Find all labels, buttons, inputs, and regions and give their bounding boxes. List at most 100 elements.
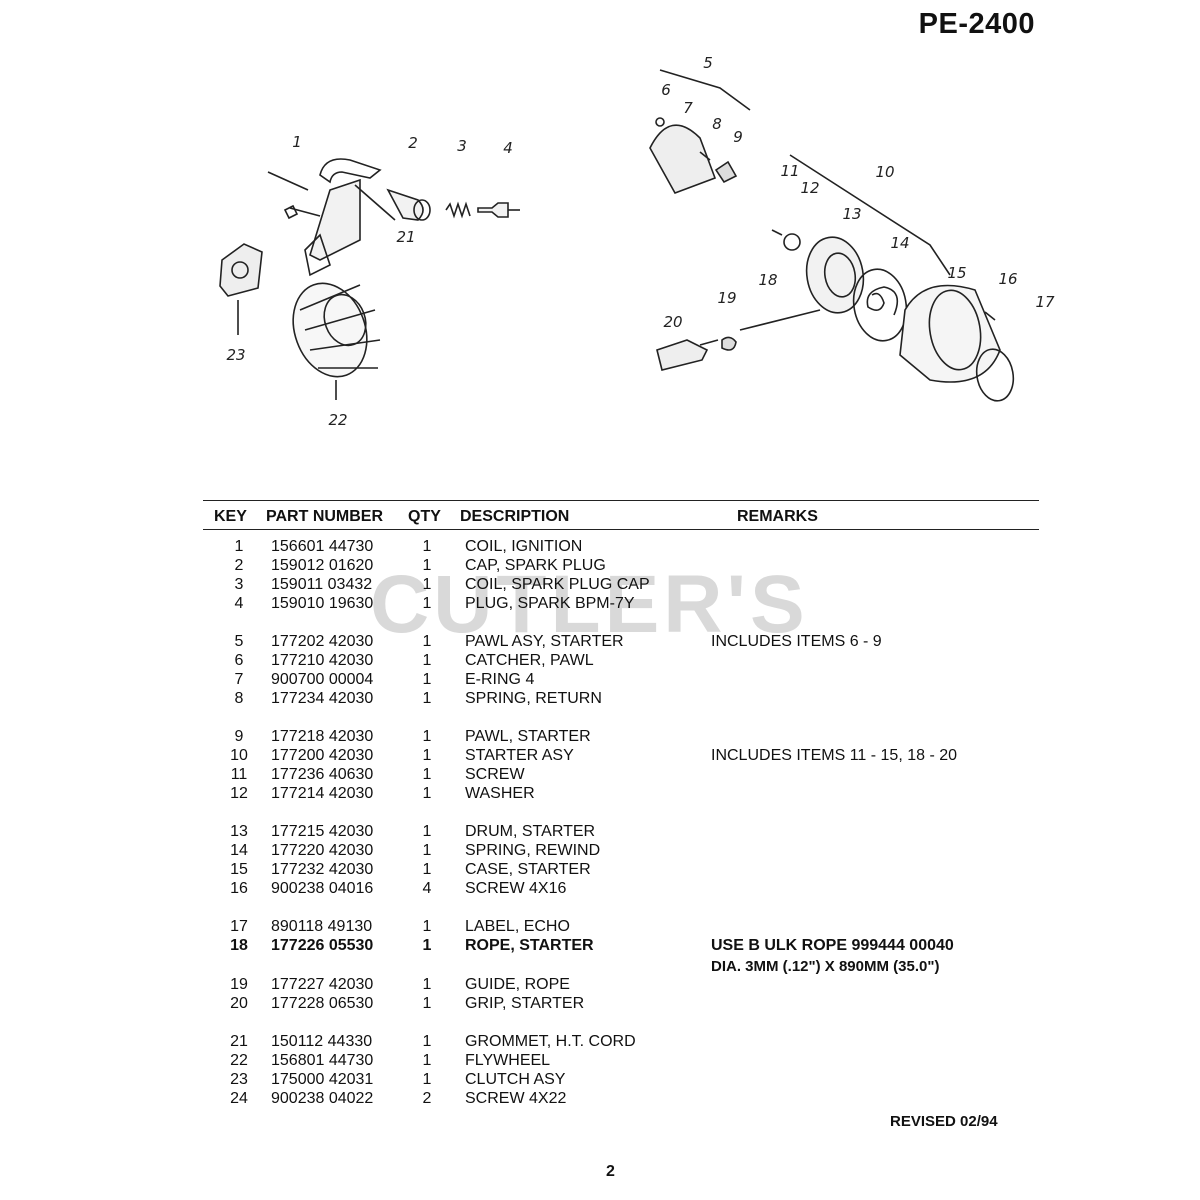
row-key: 19 (230, 976, 248, 993)
row-key: 4 (234, 595, 244, 612)
callout-4: 4 (503, 139, 513, 157)
callout-9: 9 (733, 128, 743, 146)
row-qty: 1 (422, 823, 432, 840)
row-description: FLYWHEEL (465, 1052, 551, 1069)
table-row: 21 150112 44330 1 GROMMET, H.T. CORD (203, 1033, 1039, 1052)
callout-1: 1 (292, 133, 302, 151)
header-part-number: PART NUMBER (266, 508, 384, 525)
row-part-number: 177232 42030 (271, 861, 374, 878)
row-key: 18 (230, 937, 248, 954)
row-qty: 1 (422, 1033, 432, 1050)
row-key: 1 (234, 538, 244, 555)
row-qty: 1 (422, 976, 432, 993)
row-qty: 1 (422, 861, 432, 878)
callout-22: 22 (328, 411, 348, 429)
row-key: 2 (234, 557, 244, 574)
row-description: GROMMET, H.T. CORD (465, 1033, 636, 1050)
row-part-number: 177220 42030 (271, 842, 374, 859)
table-row: 20 177228 06530 1 GRIP, STARTER (203, 995, 1039, 1014)
row-part-number: 156601 44730 (271, 538, 374, 555)
row-key: 14 (230, 842, 248, 859)
row-qty: 1 (422, 728, 432, 745)
row-qty: 1 (422, 918, 432, 935)
row-part-number: 177236 40630 (271, 766, 374, 783)
row-qty: 1 (422, 557, 432, 574)
row-key: 15 (230, 861, 248, 878)
row-key: 6 (234, 652, 244, 669)
callout-2: 2 (408, 134, 418, 152)
row-part-number: 177227 42030 (271, 976, 374, 993)
callout-21: 21 (396, 228, 416, 246)
row-key: 7 (234, 671, 244, 688)
row-qty: 1 (422, 842, 432, 859)
spark-plug-cap-drawing (386, 188, 431, 221)
row-part-number: 177214 42030 (271, 785, 374, 802)
row-qty: 2 (422, 1090, 432, 1107)
row-part-number: 177210 42030 (271, 652, 374, 669)
row-key: 5 (234, 633, 244, 650)
row-key: 22 (230, 1052, 248, 1069)
row-qty: 1 (422, 1071, 432, 1088)
row-description: CLUTCH ASY (465, 1071, 566, 1088)
model-title: PE-2400 (918, 8, 1035, 40)
row-description: PAWL, STARTER (465, 728, 591, 745)
row-description: PAWL ASY, STARTER (465, 633, 624, 650)
row-part-number: 150112 44330 (271, 1033, 373, 1050)
callout-10: 10 (875, 163, 895, 181)
row-key: 13 (230, 823, 248, 840)
row-description: ROPE, STARTER (465, 937, 594, 954)
row-qty: 1 (422, 747, 432, 764)
row-description: GUIDE, ROPE (465, 976, 570, 993)
callout-12: 12 (800, 179, 820, 197)
row-key: 12 (230, 785, 248, 802)
callout-5: 5 (703, 54, 713, 72)
row-part-number: 890118 49130 (271, 918, 373, 935)
row-qty: 1 (422, 995, 432, 1012)
row-qty: 1 (422, 633, 432, 650)
page-number: 2 (606, 1163, 615, 1180)
spark-plug-spring-drawing (445, 201, 471, 219)
row-description: PLUG, SPARK BPM-7Y (465, 595, 635, 612)
row-description: DRUM, STARTER (465, 823, 596, 840)
callout-23: 23 (226, 346, 246, 364)
row-part-number: 177228 06530 (271, 995, 374, 1012)
row-part-number: 900238 04022 (271, 1090, 374, 1107)
row-description: COIL, IGNITION (465, 538, 583, 555)
row-key: 23 (230, 1071, 248, 1088)
header-key: KEY (214, 508, 247, 525)
row-qty: 1 (422, 937, 432, 954)
header-description: DESCRIPTION (460, 508, 570, 525)
row-part-number: 900700 00004 (271, 671, 374, 688)
row-qty: 1 (422, 576, 432, 593)
row-part-number: 159010 19630 (271, 595, 374, 612)
row-description: COIL, SPARK PLUG CAP (465, 576, 650, 593)
row-key: 20 (230, 995, 248, 1012)
row-qty: 1 (422, 538, 432, 555)
flywheel-drawing (292, 282, 381, 400)
row-remarks: INCLUDES ITEMS 6 - 9 (711, 633, 882, 650)
callout-19: 19 (717, 289, 737, 307)
table-row: 1 156601 44730 1 COIL, IGNITION (203, 538, 1039, 557)
callout-18: 18 (758, 271, 778, 289)
row-key: 17 (230, 918, 248, 935)
row-description: STARTER ASY (465, 747, 574, 764)
callout-6: 6 (661, 81, 671, 99)
row-part-number: 177218 42030 (271, 728, 374, 745)
row-key: 21 (230, 1033, 248, 1050)
row-key: 3 (234, 576, 244, 593)
row-description: GRIP, STARTER (465, 995, 585, 1012)
row-remarks: USE B ULK ROPE 999444 00040 (711, 937, 954, 954)
row-key: 24 (230, 1090, 248, 1107)
